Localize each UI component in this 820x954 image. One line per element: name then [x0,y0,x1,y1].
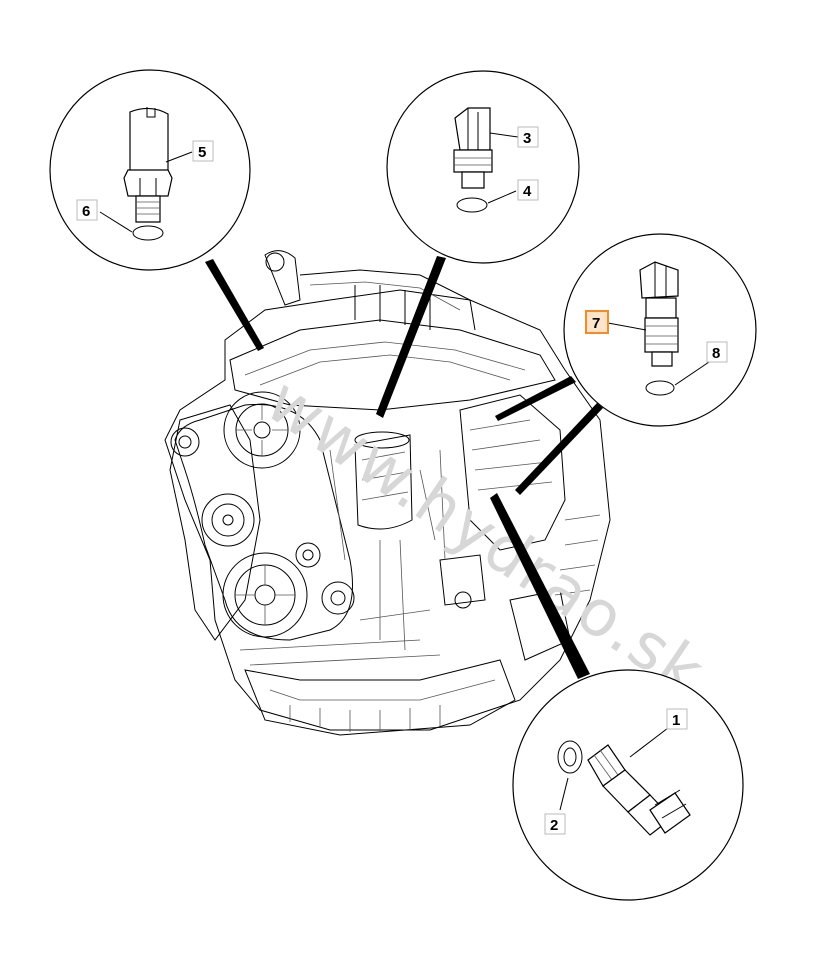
leader-wedge-7-8-b [515,403,603,495]
engine-block [164,250,611,736]
detail-circle-3-4 [386,70,580,264]
leader-wedge-7-8-a [495,376,576,421]
callout-7[interactable]: 7 [585,310,609,334]
callout-label-2: 2 [550,817,558,834]
washer-4-icon [456,197,488,213]
washer-6-icon [132,225,164,241]
oil-filter [354,431,413,530]
leader-wedge-1-2 [490,493,590,679]
callout-label-6: 6 [82,203,90,220]
washer-2-icon [557,740,583,774]
callout-label-1: 1 [672,712,680,729]
sensor-7-icon [639,261,679,367]
washer-8-icon [645,380,675,396]
detail-circle-7-8 [563,233,757,427]
callout-label-3: 3 [523,130,531,147]
callout-4: 4 [517,179,539,201]
callout-8: 8 [706,341,728,363]
upper-pulley [223,391,301,469]
callout-6: 6 [76,199,98,221]
detail-circle-5-6 [49,69,251,271]
callout-2: 2 [544,813,566,835]
callout-label-7: 7 [592,315,600,332]
sensor-1-icon [587,744,691,836]
leader-wedge-3-4 [376,256,446,418]
leader-wedges [205,256,603,679]
sensor-3-icon [453,107,493,189]
callout-label-4: 4 [523,183,532,200]
detail-circle-1-2 [512,669,744,901]
callout-5: 5 [192,140,214,162]
crank-pulley [222,552,308,638]
sensor-5-icon [123,107,173,223]
callout-3: 3 [517,126,539,148]
leader-wedge-5-6 [205,259,264,351]
callout-label-8: 8 [712,345,720,362]
callout-label-5: 5 [198,144,206,161]
callout-1: 1 [666,708,688,730]
